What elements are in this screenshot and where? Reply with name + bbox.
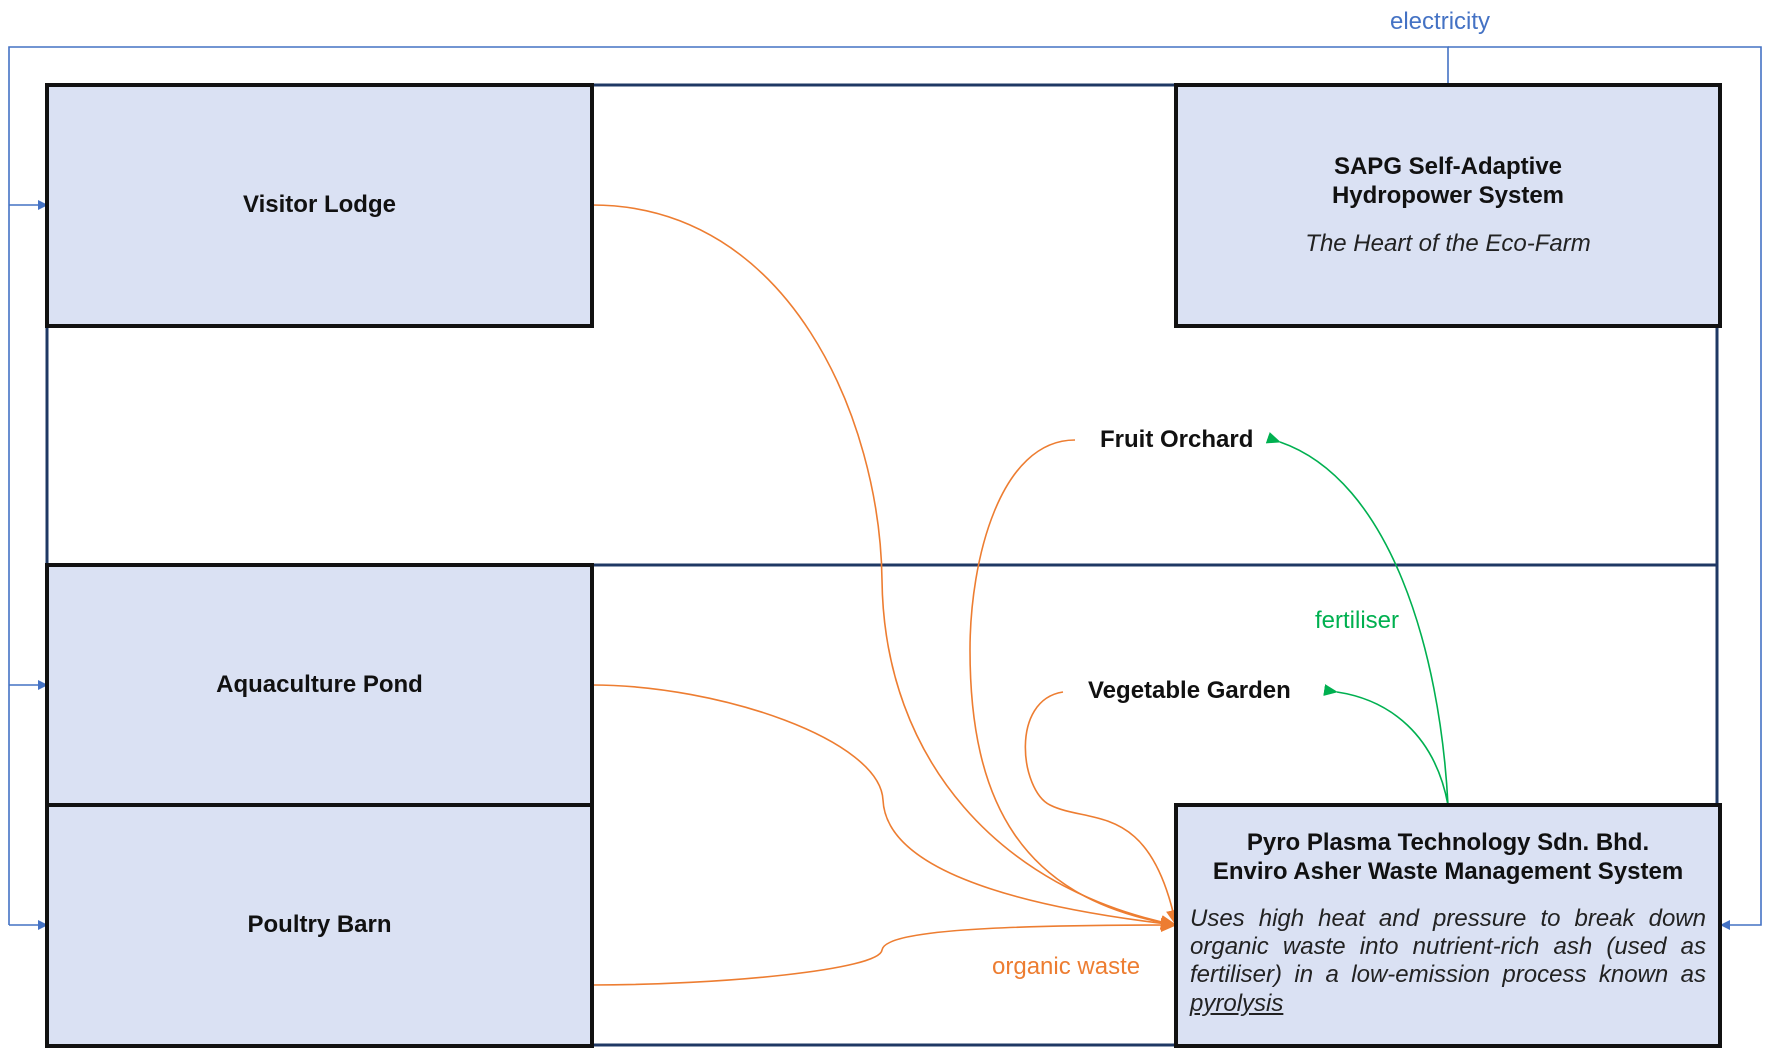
fertiliser-flows	[1265, 432, 1449, 806]
pyro-description-text: Uses high heat and pressure to break dow…	[1190, 904, 1706, 989]
electricity-right-line	[1448, 46, 1762, 930]
pyro-plasma-box: Pyro Plasma Technology Sdn. Bhd. Enviro …	[1174, 803, 1722, 1048]
pyro-title-line1: Pyro Plasma Technology Sdn. Bhd.	[1246, 829, 1650, 856]
poultry-barn-label: Poultry Barn	[247, 911, 392, 939]
pyro-title-line2: Enviro Asher Waste Management System	[1212, 857, 1684, 885]
organic-waste-label: organic waste	[992, 953, 1141, 980]
electricity-network	[8, 46, 1762, 930]
electricity-trunk-line	[8, 46, 1449, 925]
fertiliser-to-vegetable-garden	[1323, 684, 1449, 806]
electricity-label: electricity	[1390, 8, 1491, 35]
waste-flow-poultry-barn	[591, 918, 1177, 986]
organic-waste-flows	[591, 204, 1180, 986]
fertiliser-label: fertiliser	[1315, 607, 1400, 634]
visitor-lodge-label: Visitor Lodge	[243, 191, 396, 219]
poultry-barn-box: Poultry Barn	[45, 803, 594, 1048]
vegetable-garden-label: Vegetable Garden	[1088, 677, 1291, 704]
fruit-orchard-label: Fruit Orchard	[1100, 426, 1254, 453]
sapg-title-line1: SAPG Self-Adaptive	[1333, 152, 1563, 180]
aquaculture-pond-label: Aquaculture Pond	[216, 671, 423, 699]
visitor-lodge-box: Visitor Lodge	[45, 83, 594, 328]
sapg-subtitle: The Heart of the Eco-Farm	[1305, 230, 1591, 258]
sapg-title-line2: Hydropower System	[1331, 181, 1565, 209]
waste-flow-visitor-lodge	[591, 204, 1177, 929]
aquaculture-pond-box: Aquaculture Pond	[45, 563, 594, 808]
waste-flow-vegetable-garden	[1024, 691, 1180, 926]
pyrolysis-term: pyrolysis	[1190, 989, 1284, 1017]
waste-flow-aquaculture-pond	[591, 684, 1177, 931]
sapg-hydropower-box: SAPG Self-Adaptive Hydropower System The…	[1174, 83, 1722, 328]
fertiliser-to-fruit-orchard	[1265, 432, 1449, 806]
pyro-description: Uses high heat and pressure to break dow…	[1190, 905, 1706, 1018]
waste-flow-fruit-orchard	[969, 439, 1177, 930]
